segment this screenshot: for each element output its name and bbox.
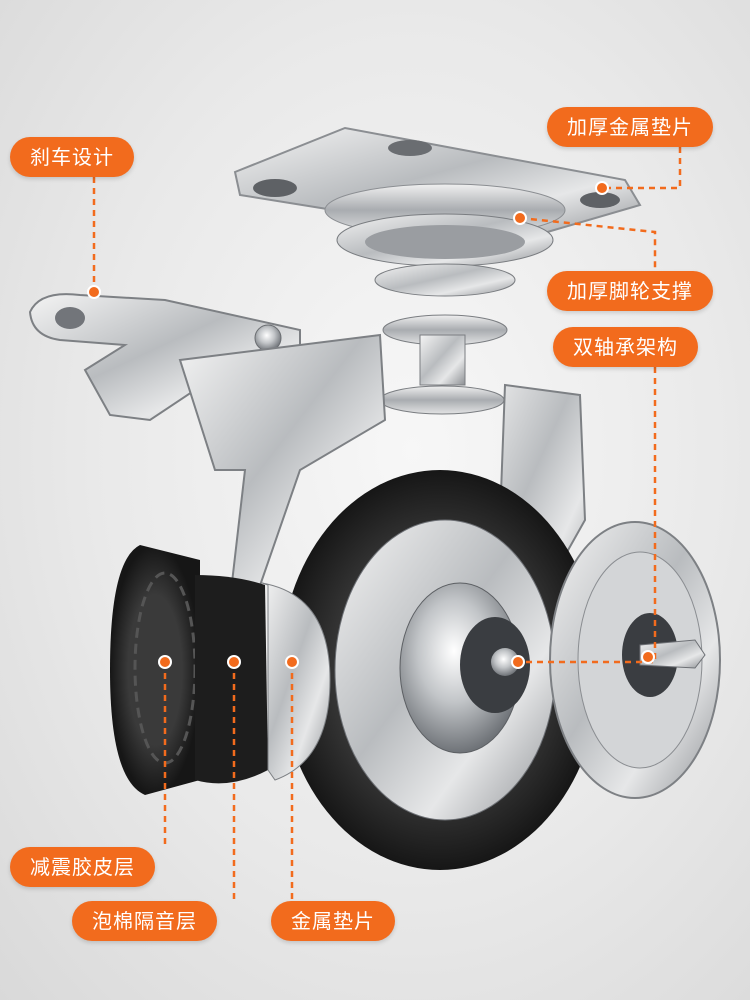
leader-lines — [92, 147, 682, 901]
callout-brake-design: 刹车设计 — [10, 137, 134, 177]
foam-layer — [195, 575, 268, 784]
callout-metal-shim: 金属垫片 — [271, 901, 395, 941]
main-wheel — [280, 470, 600, 870]
callout-rubber-layer: 减震胶皮层 — [10, 847, 155, 887]
callout-dual-bearing: 双轴承架构 — [553, 327, 698, 367]
rubber-layer — [110, 545, 200, 795]
callout-thick-caster-support: 加厚脚轮支撑 — [547, 271, 713, 311]
callout-foam-layer: 泡棉隔音层 — [72, 901, 217, 941]
hub-cap — [549, 521, 721, 799]
leader-dots — [87, 181, 655, 669]
mounting-plate — [233, 126, 642, 297]
brake-lever — [28, 293, 301, 422]
metal-shim — [261, 582, 331, 781]
bearing-stack — [379, 314, 508, 415]
callout-thick-metal-plate: 加厚金属垫片 — [547, 107, 713, 147]
